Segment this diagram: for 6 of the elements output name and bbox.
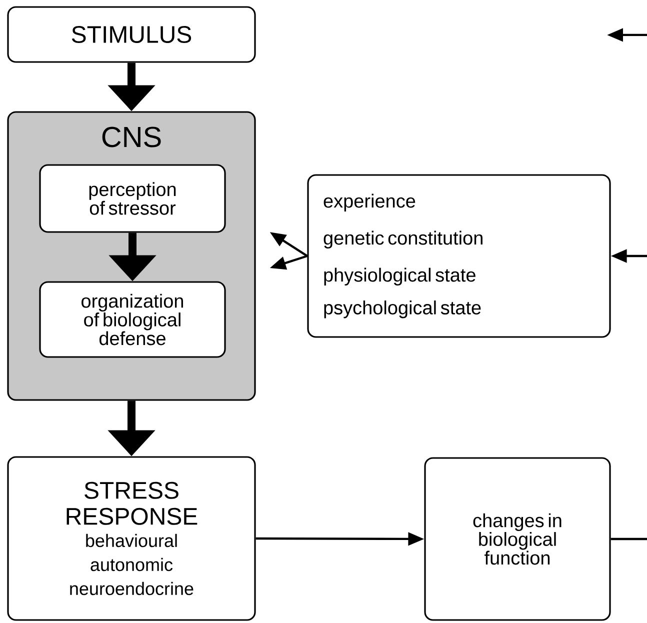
- factors-box: experience genetic constitution physiological state psychological state: [307, 174, 611, 338]
- stimulus-box: STIMULUS: [7, 6, 256, 63]
- process-box: organization of biological defense: [39, 281, 226, 358]
- process-box: perception of stressor: [39, 164, 226, 233]
- response-box: STRESS RESPONSE behavioural autonomic neuroendocrine: [7, 456, 256, 621]
- process-box: changes in biological function: [424, 457, 611, 621]
